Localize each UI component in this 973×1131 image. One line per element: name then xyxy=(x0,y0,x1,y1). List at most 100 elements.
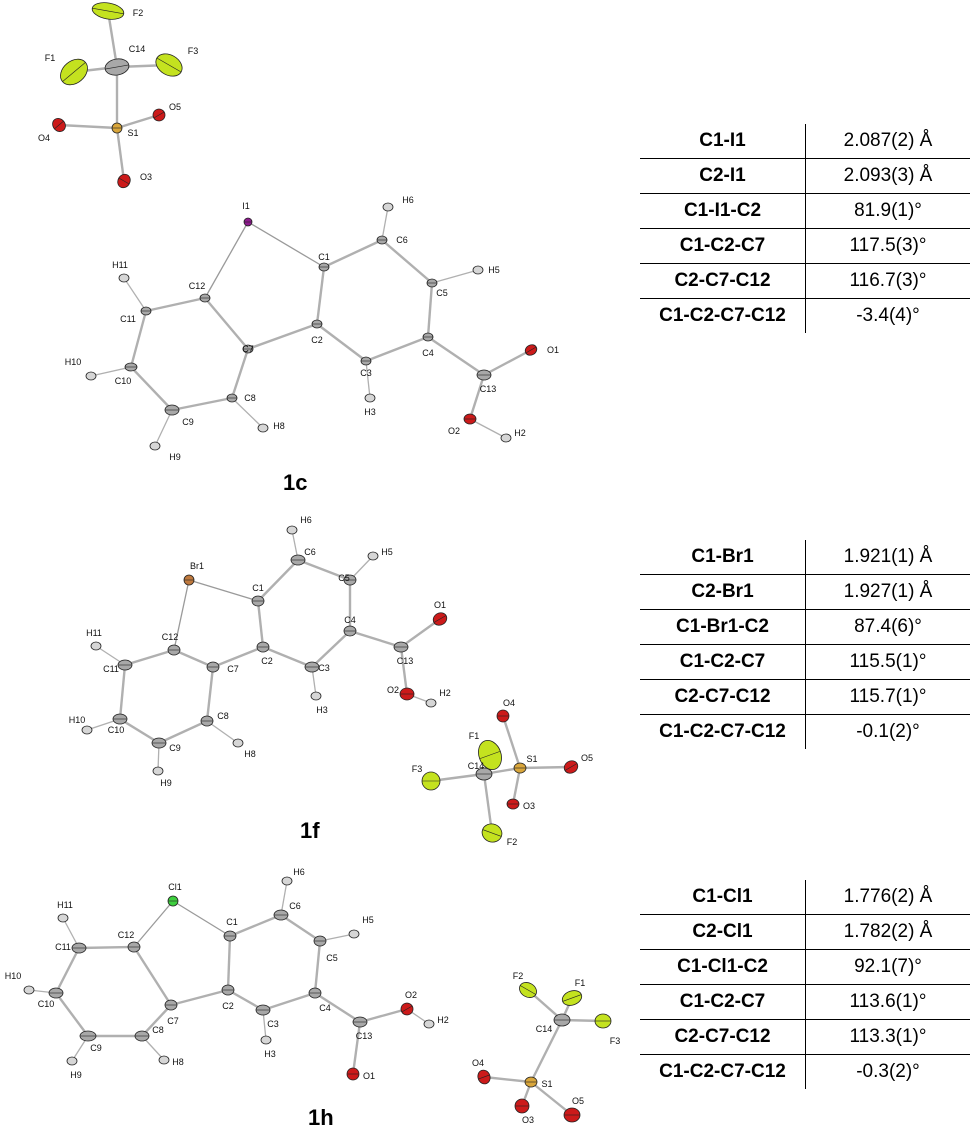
bond xyxy=(132,946,173,1006)
bond xyxy=(257,559,299,602)
bond xyxy=(313,940,322,994)
parameter-label: C1-C2-C7 xyxy=(640,228,806,264)
parameter-label: C1-Cl1 xyxy=(640,880,806,915)
bond xyxy=(349,629,402,649)
parameter-value: 116.7(3)° xyxy=(805,263,970,299)
atom-label: C9 xyxy=(169,743,181,753)
parameter-label: C1-I1 xyxy=(640,124,806,159)
atom-label: H9 xyxy=(70,1070,82,1080)
atom-label: C7 xyxy=(227,664,239,674)
parameter-value: 1.927(1) Å xyxy=(805,574,970,610)
bond xyxy=(529,1019,564,1083)
bond xyxy=(314,991,361,1024)
atom-label: H6 xyxy=(293,867,305,877)
atom-label: C13 xyxy=(480,384,497,394)
atom-label: C6 xyxy=(289,901,301,911)
bond xyxy=(316,323,367,362)
atom-label: C5 xyxy=(326,953,338,963)
atom-label: H2 xyxy=(514,428,526,438)
atom-h10 xyxy=(23,985,35,995)
bond xyxy=(204,297,249,350)
atom-label: C11 xyxy=(120,314,136,324)
atom-h3 xyxy=(310,691,322,701)
atom-axis xyxy=(478,1074,490,1080)
atom-h2 xyxy=(500,433,512,443)
parameter-label: C1-C2-C7 xyxy=(640,984,806,1020)
bond xyxy=(58,123,118,130)
bond xyxy=(154,409,173,447)
atom-label: C7 xyxy=(167,1016,179,1026)
bond xyxy=(427,336,485,376)
bond xyxy=(129,310,148,368)
bond xyxy=(226,935,232,991)
atom-label: C3 xyxy=(318,663,330,673)
parameter-value: 1.921(1) Å xyxy=(843,546,933,567)
bond xyxy=(262,991,316,1012)
parameter-value: 113.3(1)° xyxy=(805,1019,970,1055)
parameter-label: C1-Cl1-C2 xyxy=(640,949,806,985)
atom-label: H10 xyxy=(65,357,82,367)
atom-label: H8 xyxy=(273,421,285,431)
bond xyxy=(229,913,282,938)
bond xyxy=(206,720,239,744)
atom-label: O3 xyxy=(523,801,535,811)
bond xyxy=(171,396,233,412)
atom-axis xyxy=(153,111,165,119)
parameter-value: 2.093(3) Å xyxy=(805,158,970,194)
parameter-value: -3.4(4)° xyxy=(805,298,970,333)
atom-axis xyxy=(479,750,501,760)
atom-label: C3 xyxy=(360,368,372,378)
bond xyxy=(124,648,175,667)
table-row: C1-C2-C7-C12-0.3(2)° xyxy=(640,1054,970,1089)
bond xyxy=(365,335,429,363)
atom-label: H5 xyxy=(488,265,500,275)
atom-label: H11 xyxy=(86,628,102,638)
atom-label: O2 xyxy=(448,426,460,436)
atom-label: H2 xyxy=(439,688,451,698)
atom-h6 xyxy=(286,525,298,535)
bond xyxy=(365,360,371,399)
bond xyxy=(145,296,206,313)
atom-label: C8 xyxy=(152,1025,164,1035)
parameter-label: C2-C7-C12 xyxy=(640,679,806,715)
atom-label: H10 xyxy=(69,715,86,725)
atom-label: O3 xyxy=(522,1115,534,1125)
atom-label: C1 xyxy=(318,252,330,262)
atom-label: Br1 xyxy=(190,561,204,571)
atom-label: C4 xyxy=(422,348,434,358)
atom-axis xyxy=(156,57,182,73)
atom-label: F2 xyxy=(513,971,524,981)
bond xyxy=(468,374,486,420)
bond xyxy=(231,397,264,429)
atom-label: C5 xyxy=(338,573,350,583)
atom-label: H3 xyxy=(364,407,376,417)
bond xyxy=(359,1007,408,1024)
atom-h8 xyxy=(158,1055,170,1065)
parameter-label: C2-Cl1 xyxy=(640,914,806,950)
atom-label: O1 xyxy=(547,345,559,355)
bond xyxy=(483,348,532,377)
bond xyxy=(280,914,321,942)
compound-label-1f: 1f xyxy=(300,818,320,843)
bond xyxy=(123,277,147,312)
bond xyxy=(116,113,160,130)
atom-label: C9 xyxy=(90,1043,102,1053)
atom-label: F3 xyxy=(412,764,423,774)
atom-h5 xyxy=(472,265,484,275)
bond xyxy=(482,773,494,834)
parameter-value: 1.776(2) Å xyxy=(843,886,933,907)
atom-h10 xyxy=(85,371,97,381)
atom-axis xyxy=(482,829,502,837)
atom-axis xyxy=(54,120,64,130)
atom-label: C11 xyxy=(103,664,119,674)
atom-axis xyxy=(105,64,129,70)
bond xyxy=(297,558,351,582)
